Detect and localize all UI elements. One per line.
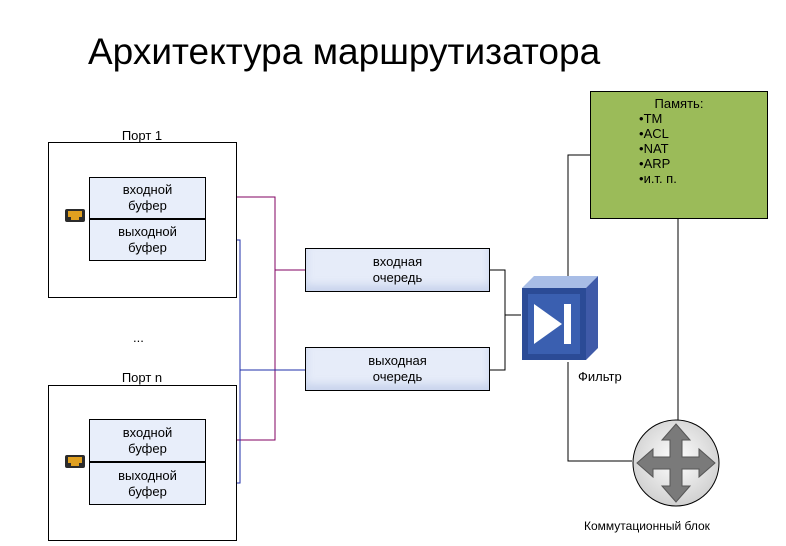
switch-arrows-icon <box>632 419 720 507</box>
port-1-input-buffer-label: входной буфер <box>122 182 173 213</box>
filter-icon <box>522 276 598 360</box>
network-port-icon <box>65 209 85 222</box>
wire-output-queue-filter <box>490 315 506 371</box>
output-queue: выходная очередь <box>305 347 490 391</box>
port-1-output-buffer: выходной буфер <box>89 219 206 261</box>
port-n-label: Порт n <box>121 370 163 385</box>
port-1-input-buffer: входной буфер <box>89 177 206 219</box>
memory-list: TM ACL NAT ARP и.т. п. <box>591 111 767 186</box>
input-queue: входная очередь <box>305 248 490 292</box>
input-queue-label: входная очередь <box>372 254 423 285</box>
network-port-icon <box>65 455 85 468</box>
port-n-input-buffer: входной буфер <box>89 419 206 462</box>
wire-port1-input <box>205 196 305 271</box>
wire-filter-memory <box>567 154 590 285</box>
port-n-input-buffer-label: входной буфер <box>122 424 173 456</box>
memory-item-arp: ARP <box>639 156 767 171</box>
port-n-output-buffer: выходной буфер <box>89 462 206 505</box>
filter-label: Фильтр <box>578 369 622 384</box>
memory-title: Память: <box>654 96 704 111</box>
memory-box: Память: TM ACL NAT ARP и.т. п. <box>590 91 768 219</box>
memory-item-etc: и.т. п. <box>639 171 767 186</box>
port-1-label: Порт 1 <box>121 128 163 143</box>
wire-input-queue-filter <box>490 269 521 316</box>
port-1-output-buffer-label: выходной буфер <box>118 224 177 255</box>
ports-ellipsis: ... <box>133 330 144 345</box>
port-n-output-buffer-label: выходной буфер <box>118 467 177 499</box>
memory-item-acl: ACL <box>639 126 767 141</box>
memory-item-tm: TM <box>639 111 767 126</box>
page-title: Архитектура маршрутизатора <box>88 31 601 72</box>
output-queue-label: выходная очередь <box>368 353 427 384</box>
switch-label: Коммутационный блок <box>584 519 710 533</box>
wire-filter-switch <box>567 362 632 462</box>
memory-item-nat: NAT <box>639 141 767 156</box>
